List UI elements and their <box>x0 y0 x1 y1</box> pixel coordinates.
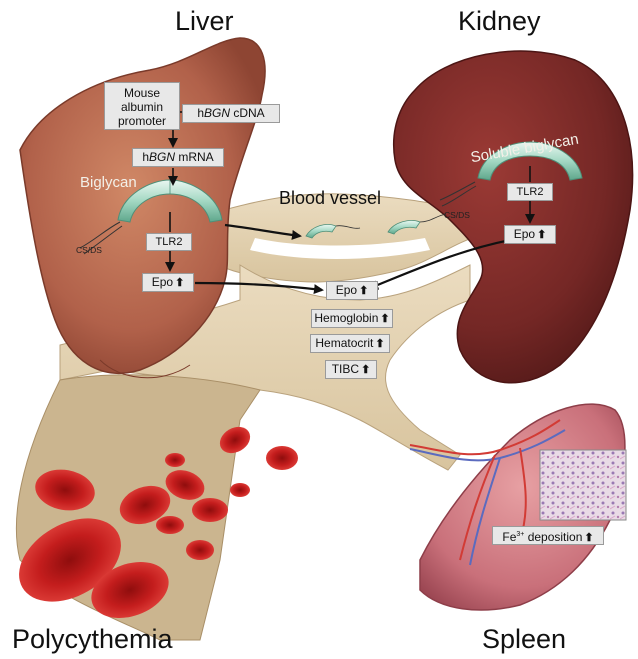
cdna-gene: BGN <box>204 106 230 120</box>
cdna-prefix: h <box>197 106 204 120</box>
polycythemia-label: Polycythemia <box>12 624 173 655</box>
hematocrit-text: Hematocrit <box>315 336 373 350</box>
mrna-prefix: h <box>142 150 149 164</box>
mrna-suffix: mRNA <box>175 150 214 164</box>
tibc-box: TIBC⬆ <box>325 360 377 379</box>
epo-box-liver: Epo⬆ <box>142 273 194 292</box>
increase-icon: ⬆ <box>175 277 184 289</box>
increase-icon: ⬆ <box>375 338 384 350</box>
kidney-label: Kidney <box>458 6 541 37</box>
epo-text-blood: Epo <box>336 283 357 297</box>
promoter-line-1: Mouse <box>105 86 179 100</box>
biglycan-label-liver: Biglycan <box>80 174 137 191</box>
increase-icon: ⬆ <box>380 313 389 325</box>
fe-deposition-box: Fe3+ deposition⬆ <box>492 526 604 545</box>
promoter-line-2: albumin <box>105 100 179 114</box>
cdna-suffix: cDNA <box>230 106 265 120</box>
hemoglobin-box: Hemoglobin⬆ <box>311 309 393 328</box>
hemoglobin-text: Hemoglobin <box>314 311 378 325</box>
mrna-gene: BGN <box>149 150 175 164</box>
increase-icon: ⬆ <box>537 229 546 241</box>
liver-label: Liver <box>175 6 234 37</box>
mouse-albumin-promoter-box: Mouse albumin promoter <box>104 82 180 130</box>
blood-vessel-label: Blood vessel <box>279 188 381 209</box>
epo-box-blood: Epo⬆ <box>326 281 378 300</box>
spleen-histology-inset <box>540 450 626 520</box>
epo-box-kidney: Epo⬆ <box>504 225 556 244</box>
epo-text-kidney: Epo <box>514 227 535 241</box>
cs-ds-label-kidney: CS/DS <box>444 210 470 220</box>
increase-icon: ⬆ <box>359 285 368 297</box>
spleen-organ <box>410 404 626 610</box>
tlr2-box-liver: TLR2 <box>146 233 192 251</box>
hbgn-cdna-box: hBGN cDNA <box>182 104 280 123</box>
tibc-text: TIBC <box>332 362 359 376</box>
fe-text: Fe <box>502 530 516 544</box>
spleen-label: Spleen <box>482 624 566 655</box>
increase-icon: ⬆ <box>361 364 370 376</box>
epo-text-liver: Epo <box>152 275 173 289</box>
hematocrit-box: Hematocrit⬆ <box>310 334 390 353</box>
promoter-line-3: promoter <box>105 114 179 128</box>
tlr2-box-kidney: TLR2 <box>507 183 553 201</box>
hbgn-mrna-box: hBGN mRNA <box>132 148 224 167</box>
increase-icon: ⬆ <box>584 532 593 544</box>
cs-ds-label-liver: CS/DS <box>76 245 102 255</box>
deposition-text: deposition <box>524 530 582 544</box>
